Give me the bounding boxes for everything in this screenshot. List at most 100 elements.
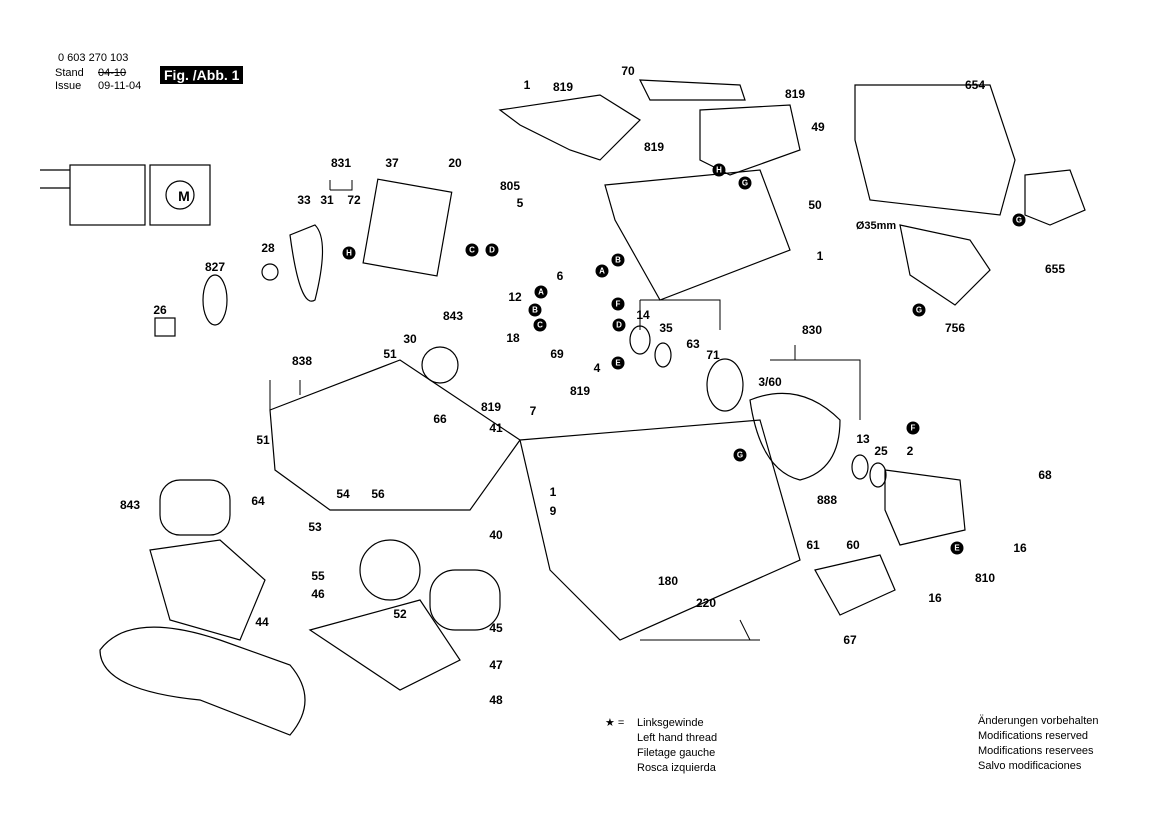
part-label: 830: [801, 323, 823, 337]
part-label: 41: [489, 421, 503, 435]
connector-marker: B: [611, 253, 625, 267]
part-label: 53: [308, 520, 322, 534]
part-label: 6: [556, 269, 564, 283]
stand-label: Stand: [55, 67, 84, 79]
part-label: 12: [508, 290, 522, 304]
diameter-label: Ø35mm: [855, 220, 897, 232]
connector-marker: E: [611, 356, 625, 370]
part-label: 35: [659, 321, 673, 335]
part-label: 655: [1044, 262, 1066, 276]
part-label: 838: [291, 354, 313, 368]
connector-marker: E: [950, 541, 964, 555]
connector-marker: C: [465, 243, 479, 257]
part-label: 831: [330, 156, 352, 170]
part-label: 72: [347, 193, 361, 207]
part-label: 9: [549, 504, 557, 518]
part-label: 64: [251, 494, 265, 508]
part-label: 40: [489, 528, 503, 542]
part-label: 44: [255, 615, 269, 629]
notice-line: Änderungen vorbehalten: [978, 715, 1099, 727]
part-label: 16: [1013, 541, 1027, 555]
part-label: 18: [506, 331, 520, 345]
legend-line: Rosca izquierda: [637, 762, 716, 774]
part-label: 1: [549, 485, 557, 499]
part-label: 48: [489, 693, 503, 707]
part-label: 30: [403, 332, 417, 346]
connector-marker: B: [528, 303, 542, 317]
part-label: 55: [311, 569, 325, 583]
belt-drive: [154, 178, 459, 384]
part-label: 20: [448, 156, 462, 170]
notice-line: Modifications reserved: [978, 730, 1089, 742]
part-label: 71: [706, 348, 720, 362]
part-number: 0 603 270 103: [58, 52, 129, 64]
connector-marker: F: [611, 297, 625, 311]
part-label: 5: [516, 196, 524, 210]
part-label: 56: [371, 487, 385, 501]
part-label: 827: [204, 260, 226, 274]
part-label: 7: [529, 404, 537, 418]
part-label: 51: [383, 347, 397, 361]
part-label: 888: [816, 493, 838, 507]
connector-marker: F: [906, 421, 920, 435]
notice-line: Salvo modificaciones: [978, 760, 1082, 772]
legend-symbol: ★ =: [605, 717, 625, 729]
part-label: 52: [393, 607, 407, 621]
legend-line: Filetage gauche: [637, 747, 716, 759]
part-label: 2: [906, 444, 914, 458]
part-label: 819: [552, 80, 574, 94]
part-label: 756: [944, 321, 966, 335]
part-label: 14: [636, 308, 650, 322]
legend-line: Left hand thread: [637, 732, 718, 744]
stand-value: 04-10: [98, 67, 127, 79]
dust-box: [854, 84, 1086, 306]
connector-marker: G: [1012, 213, 1026, 227]
connector-marker: C: [533, 318, 547, 332]
connector-marker: A: [595, 264, 609, 278]
part-label: 220: [695, 596, 717, 610]
part-label: 33: [297, 193, 311, 207]
part-label: 61: [806, 538, 820, 552]
motor-symbol: M: [178, 188, 190, 204]
base-frame: [99, 359, 521, 736]
part-label: 4: [593, 361, 601, 375]
part-label: 810: [974, 571, 996, 585]
connector-marker: H: [342, 246, 356, 260]
part-label: 69: [550, 347, 564, 361]
connector-marker: G: [738, 176, 752, 190]
part-label: 51: [256, 433, 270, 447]
part-label: 843: [119, 498, 141, 512]
part-label: 46: [311, 587, 325, 601]
part-label: 50: [808, 198, 822, 212]
connector-marker: A: [534, 285, 548, 299]
part-label: 180: [657, 574, 679, 588]
part-label: 3/60: [758, 375, 782, 389]
part-label: 819: [784, 87, 806, 101]
part-label: 45: [489, 621, 503, 635]
wiring-schematic: [40, 164, 211, 226]
part-label: 819: [569, 384, 591, 398]
part-label: 37: [385, 156, 399, 170]
issue-label: Issue: [55, 80, 82, 92]
leader-lines: [269, 180, 861, 641]
part-label: 60: [846, 538, 860, 552]
connector-marker: D: [612, 318, 626, 332]
part-label: 1: [523, 78, 531, 92]
part-label: 66: [433, 412, 447, 426]
figure-title: Fig. /Abb. 1: [160, 66, 244, 84]
part-label: 26: [153, 303, 167, 317]
part-label: 25: [874, 444, 888, 458]
part-label: 819: [643, 140, 665, 154]
connector-marker: H: [712, 163, 726, 177]
legend-line: Linksgewinde: [637, 717, 704, 729]
part-label: 819: [480, 400, 502, 414]
part-label: 63: [686, 337, 700, 351]
issue-value: 09-11-04: [98, 80, 142, 92]
part-label: 54: [336, 487, 350, 501]
part-label: 67: [843, 633, 857, 647]
part-label: 843: [442, 309, 464, 323]
connector-marker: G: [912, 303, 926, 317]
part-label: 805: [499, 179, 521, 193]
part-label: 68: [1038, 468, 1052, 482]
